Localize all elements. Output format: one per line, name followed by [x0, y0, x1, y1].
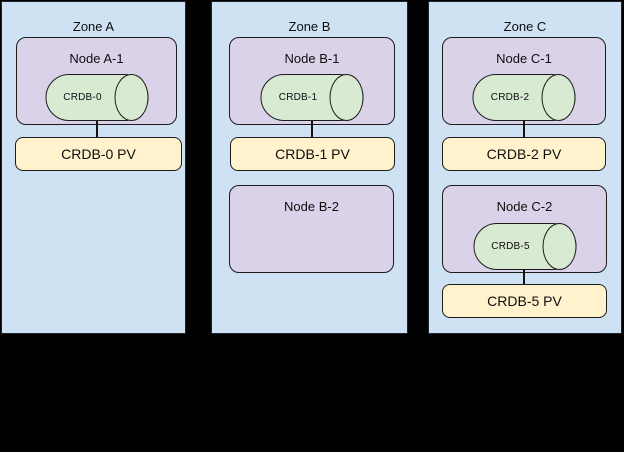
node-c1-box: Node C-1 CRDB-2 — [442, 37, 606, 125]
crdb-5-pv-label: CRDB-5 PV — [487, 293, 562, 309]
crdb-5-pod-label: CRDB-5 — [491, 241, 530, 252]
cylinder-cap-icon — [329, 74, 364, 121]
crdb-2-pod-label: CRDB-2 — [490, 92, 530, 103]
cylinder-cap-icon — [114, 74, 148, 121]
connector-line-b1 — [311, 121, 313, 138]
crdb-2-pv-box: CRDB-2 PV — [442, 137, 606, 171]
zone-a-container: Zone A Node A-1 CRDB-0 CRDB-0 PV — [1, 1, 186, 334]
crdb-0-pv-label: CRDB-0 PV — [61, 146, 136, 162]
crdb-2-pod-cylinder: CRDB-2 — [472, 74, 576, 121]
crdb-1-pod-label: CRDB-1 — [278, 92, 318, 103]
crdb-1-pod-cylinder: CRDB-1 — [260, 74, 364, 121]
crdb-5-pv-box: CRDB-5 PV — [442, 284, 607, 318]
zone-b-container: Zone B Node B-1 CRDB-1 CRDB-1 PV Node B-… — [211, 1, 408, 334]
connector-line-c2 — [523, 269, 525, 285]
node-b2-label: Node B-2 — [284, 199, 339, 214]
connector-line-c1 — [523, 121, 525, 138]
node-a1-box: Node A-1 CRDB-0 — [16, 37, 177, 125]
node-a1-label: Node A-1 — [69, 51, 124, 66]
zone-a-label: Zone A — [72, 19, 115, 34]
cylinder-cap-icon — [541, 74, 576, 121]
crdb-1-pv-box: CRDB-1 PV — [230, 137, 395, 171]
crdb-0-pod-cylinder: CRDB-0 — [45, 74, 148, 121]
crdb-0-pv-box: CRDB-0 PV — [15, 137, 182, 171]
crdb-1-pv-label: CRDB-1 PV — [275, 146, 350, 162]
connector-line-a1 — [96, 121, 98, 138]
zone-b-label: Zone B — [288, 19, 331, 34]
node-c2-box: Node C-2 CRDB-5 — [442, 185, 607, 273]
crdb-2-pv-label: CRDB-2 PV — [486, 146, 562, 162]
zone-c-container: Zone C Node C-1 CRDB-2 CRDB-2 PV Node C-… — [428, 1, 622, 334]
node-b2-box: Node B-2 — [229, 185, 394, 273]
crdb-5-pod-cylinder: CRDB-5 — [473, 223, 576, 270]
node-b1-label: Node B-1 — [284, 51, 340, 66]
zone-c-label: Zone C — [503, 19, 547, 34]
cylinder-cap-icon — [542, 223, 576, 270]
crdb-0-pod-label: CRDB-0 — [63, 92, 102, 103]
node-b1-box: Node B-1 CRDB-1 — [229, 37, 395, 125]
node-c1-label: Node C-1 — [496, 51, 552, 66]
node-c2-label: Node C-2 — [496, 199, 553, 214]
